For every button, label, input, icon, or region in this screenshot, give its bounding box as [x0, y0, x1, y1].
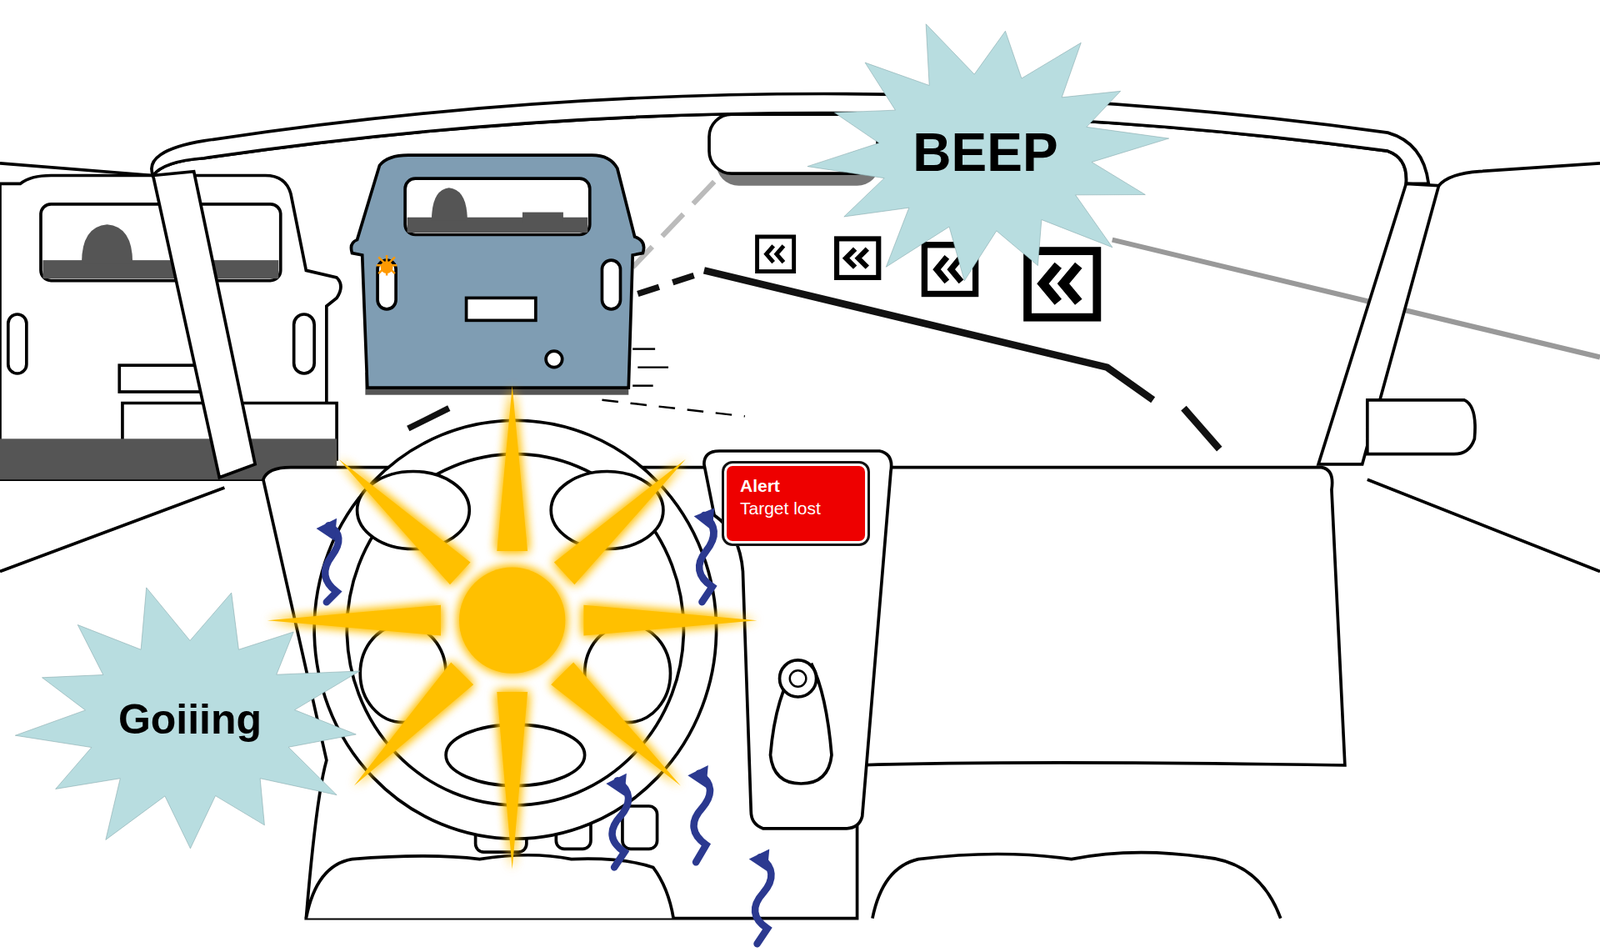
- warning-line: [277, 425, 1306, 435]
- vibration-marks: [325, 515, 771, 944]
- passenger-seat: [872, 852, 1281, 919]
- chevron: [936, 256, 961, 281]
- headrest: [522, 212, 564, 223]
- sound-text: Goiiing: [118, 695, 262, 744]
- alert-message: Target lost: [740, 496, 852, 520]
- sun-ray: [267, 605, 441, 636]
- exhaust: [545, 350, 563, 368]
- chevron: [1042, 265, 1079, 302]
- left-pillar: [153, 171, 255, 478]
- vibration: [755, 856, 771, 944]
- lane-line: [632, 181, 715, 268]
- alert-heading: Alert: [740, 474, 852, 497]
- taillight: [377, 260, 396, 310]
- side-window-line: [1439, 163, 1600, 186]
- car-frame: [0, 93, 1600, 571]
- burst-shape: [15, 587, 360, 849]
- burst-text-wrap: Goiiing: [8, 583, 372, 855]
- gear-knob: [780, 660, 817, 697]
- taillight: [601, 260, 620, 310]
- sun-ray: [554, 459, 686, 585]
- taillight: [8, 314, 27, 374]
- driver-head: [81, 224, 133, 264]
- burst-shape: [807, 24, 1170, 281]
- sun-ray: [354, 661, 474, 785]
- blue-car: [350, 155, 745, 416]
- license-plate: [466, 297, 536, 320]
- vibration-heads: [316, 508, 770, 872]
- vibration: [694, 773, 710, 862]
- driver-head: [431, 187, 468, 220]
- lane-departure-arrows: [757, 236, 1098, 318]
- blinker: [376, 255, 397, 275]
- roof-frame: [151, 93, 1429, 184]
- sound-burst: BEEP: [800, 16, 1170, 289]
- arrow-box: [757, 236, 795, 272]
- truck-interior: [42, 260, 279, 279]
- taillight: [294, 314, 315, 374]
- center-console: [704, 450, 892, 829]
- chevron: [766, 245, 785, 263]
- side-mirror: [1367, 400, 1475, 455]
- chevron: [845, 249, 868, 268]
- sun-ray: [339, 459, 471, 585]
- sound-text: BEEP: [912, 121, 1058, 184]
- blinker-light: [380, 260, 394, 274]
- sound-burst: Goiiing: [8, 583, 372, 855]
- sun-ray: [583, 605, 757, 636]
- alert-box: AlertTarget lost: [724, 463, 868, 544]
- sun-ray: [550, 661, 681, 785]
- sun-disc: [459, 567, 565, 674]
- rear-window: [405, 178, 590, 235]
- sun-ray: [496, 691, 528, 870]
- door-line: [0, 487, 225, 571]
- lane-line: [637, 275, 694, 294]
- burst-text-wrap: BEEP: [800, 16, 1170, 289]
- side-window-line: [0, 163, 154, 176]
- car-body: [350, 155, 644, 388]
- pedal: [622, 805, 658, 849]
- arrow-box: [836, 238, 879, 278]
- vibration: [612, 780, 629, 867]
- sun-ray: [496, 385, 528, 551]
- motion-lines: [601, 349, 745, 417]
- light-warning: [267, 385, 758, 870]
- gear-knob: [790, 670, 807, 687]
- door-line: [1367, 479, 1600, 571]
